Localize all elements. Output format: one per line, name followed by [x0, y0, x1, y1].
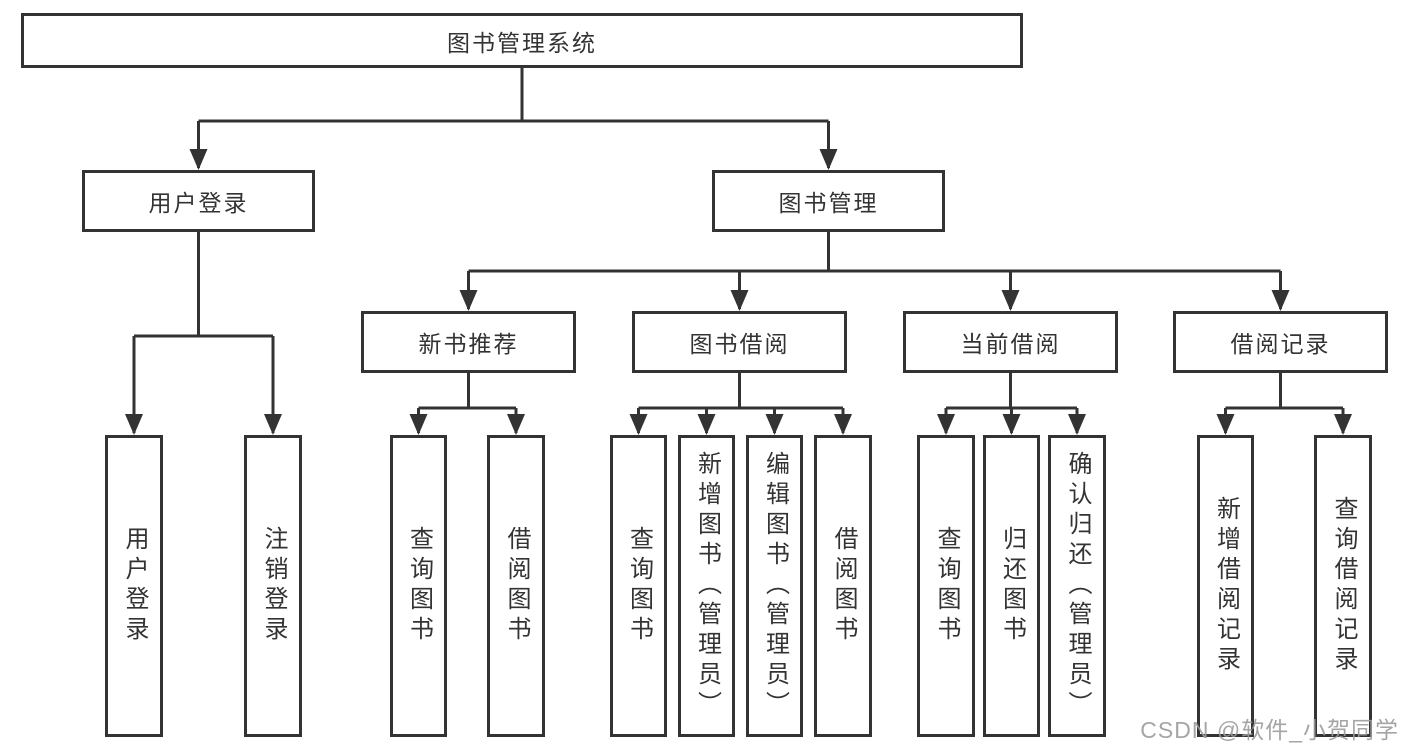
arrowhead-down-icon	[819, 149, 838, 170]
leaf-user-login: 用户登录	[105, 435, 163, 737]
node-book-borrow: 图书借阅	[632, 311, 847, 373]
connector-new-book-rec-group	[417, 373, 518, 433]
arrowhead-down-icon	[765, 414, 784, 435]
node-label: 借阅记录	[1230, 331, 1331, 357]
leaf-borrow-edit-book-admin: 编辑图书（管理员）	[746, 435, 803, 737]
leaf-records-query-record: 查询借阅记录	[1314, 435, 1372, 737]
node-label: 编辑图书（管理员）	[761, 451, 789, 721]
node-label: 图书管理系统	[447, 29, 597, 56]
node-user-login: 用户登录	[82, 170, 315, 232]
leaf-current-confirm-return-admin: 确认归还（管理员）	[1048, 435, 1106, 737]
node-borrow-records: 借阅记录	[1173, 311, 1388, 373]
arrowhead-down-icon	[1001, 290, 1020, 311]
arrowhead-down-icon	[409, 414, 428, 435]
leaf-borrow-add-book-admin: 新增图书（管理员）	[678, 435, 735, 737]
node-label: 新书推荐	[418, 331, 519, 357]
arrowhead-down-icon	[834, 414, 852, 435]
leaf-logout: 注销登录	[244, 435, 302, 737]
node-root: 图书管理系统	[21, 13, 1023, 68]
arrowhead-down-icon	[507, 414, 525, 435]
node-label: 新增图书（管理员）	[693, 451, 721, 721]
arrowhead-down-icon	[697, 414, 716, 435]
node-book-management: 图书管理	[712, 170, 945, 232]
node-label: 确认归还（管理员）	[1064, 451, 1091, 721]
node-label: 用户登录	[148, 190, 249, 216]
node-current-borrow: 当前借阅	[903, 311, 1118, 373]
node-label: 查询借阅记录	[1330, 496, 1357, 676]
leaf-records-add-record: 新增借阅记录	[1197, 435, 1254, 737]
arrowhead-down-icon	[1002, 414, 1021, 435]
leaf-current-return-book: 归还图书	[983, 435, 1040, 737]
node-label: 借阅图书	[503, 526, 530, 646]
arrowhead-down-icon	[264, 414, 282, 435]
arrowhead-down-icon	[629, 414, 648, 435]
arrowhead-down-icon	[1334, 414, 1352, 435]
node-label: 借阅图书	[830, 526, 857, 646]
leaf-recommend-query-book: 查询图书	[390, 435, 447, 737]
arrowhead-down-icon	[1271, 290, 1290, 311]
node-label: 查询图书	[625, 526, 653, 646]
connector-root-to-level2	[197, 68, 830, 168]
node-label: 注销登录	[260, 526, 287, 646]
connector-user-login-group	[132, 232, 275, 433]
arrowhead-down-icon	[125, 414, 143, 435]
node-label: 新增借阅记录	[1212, 496, 1240, 676]
node-label: 当前借阅	[960, 331, 1061, 357]
node-label: 查询图书	[933, 526, 960, 646]
arrowhead-down-icon	[1216, 414, 1235, 435]
leaf-current-query-book: 查询图书	[917, 435, 975, 737]
leaf-borrow-query-book: 查询图书	[610, 435, 667, 737]
node-label: 查询图书	[405, 526, 433, 646]
connector-book-borrow-group	[637, 373, 845, 433]
node-label: 归还图书	[998, 526, 1026, 646]
arrowhead-down-icon	[459, 290, 478, 311]
arrowhead-down-icon	[730, 290, 749, 311]
node-label: 图书借阅	[689, 331, 790, 357]
arrowhead-down-icon	[189, 149, 208, 170]
arrowhead-down-icon	[1068, 414, 1086, 435]
node-label: 用户登录	[121, 526, 148, 646]
arrowhead-down-icon	[937, 414, 955, 435]
connector-borrow-records-group	[1224, 373, 1345, 433]
node-label: 图书管理	[778, 190, 879, 216]
node-new-book-recommend: 新书推荐	[361, 311, 576, 373]
leaf-recommend-borrow-book: 借阅图书	[487, 435, 545, 737]
leaf-borrow-borrow-book: 借阅图书	[814, 435, 872, 737]
csdn-watermark: CSDN @软件_小贺同学	[1140, 717, 1399, 743]
connector-book-mgmt-group	[467, 232, 1282, 309]
